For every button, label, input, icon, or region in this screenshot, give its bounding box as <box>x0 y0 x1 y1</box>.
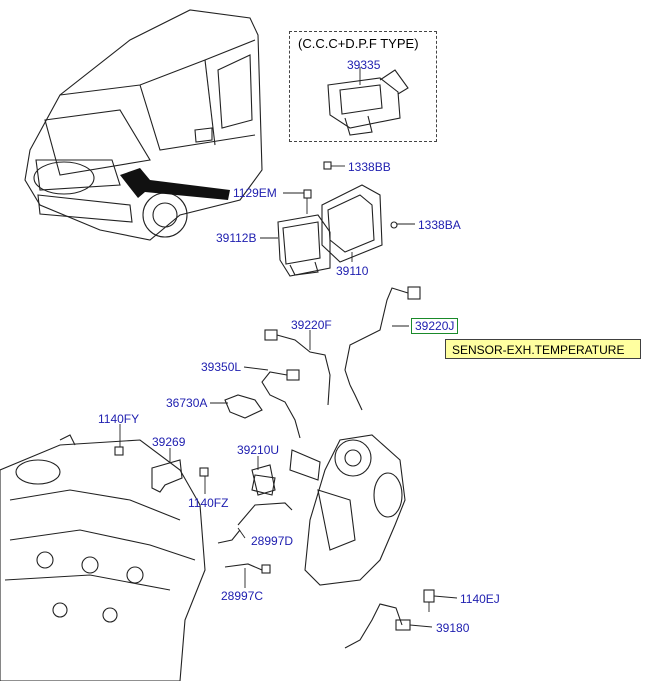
part-label-28997D[interactable]: 28997D <box>251 534 294 548</box>
part-label-39220J-selected[interactable]: 39220J <box>411 318 459 334</box>
exhaust-assembly-drawing <box>251 434 406 586</box>
part-label-1338BA[interactable]: 1338BA <box>418 218 461 232</box>
part-label-1140FY[interactable]: 1140FY <box>98 412 140 426</box>
part-label-39335[interactable]: 39335 <box>347 58 381 72</box>
dpf-variant-box <box>289 31 437 142</box>
leader-lines <box>119 67 458 628</box>
engine-block-drawing <box>0 434 206 681</box>
part-label-39210U[interactable]: 39210U <box>237 443 280 457</box>
part-label-39110[interactable]: 39110 <box>336 264 369 278</box>
variant-box-title: (C.C.C+D.P.F TYPE) <box>298 36 419 51</box>
part-label-1140FZ[interactable]: 1140FZ <box>188 496 229 510</box>
part-label-1129EM[interactable]: 1129EM <box>233 186 277 200</box>
part-label-36730A[interactable]: 36730A <box>166 396 208 410</box>
part-label-1338BB[interactable]: 1338BB <box>348 160 391 174</box>
part-label-39220F[interactable]: 39220F <box>291 318 332 332</box>
ecu-39335-drawing <box>327 69 409 136</box>
part-label-39180[interactable]: 39180 <box>436 621 470 635</box>
part-label-39112B[interactable]: 39112B <box>216 231 257 245</box>
part-label-39269[interactable]: 39269 <box>152 435 186 449</box>
ecu-assembly-drawing <box>277 161 398 277</box>
part-label-1140EJ[interactable]: 1140EJ <box>460 592 500 606</box>
sensor-harness-drawing <box>224 286 421 439</box>
vehicle-illustration <box>24 9 263 241</box>
part-label-28997C[interactable]: 28997C <box>221 589 264 603</box>
part-name-tooltip: SENSOR-EXH.TEMPERATURE <box>445 339 641 359</box>
part-label-39350L[interactable]: 39350L <box>201 360 242 374</box>
